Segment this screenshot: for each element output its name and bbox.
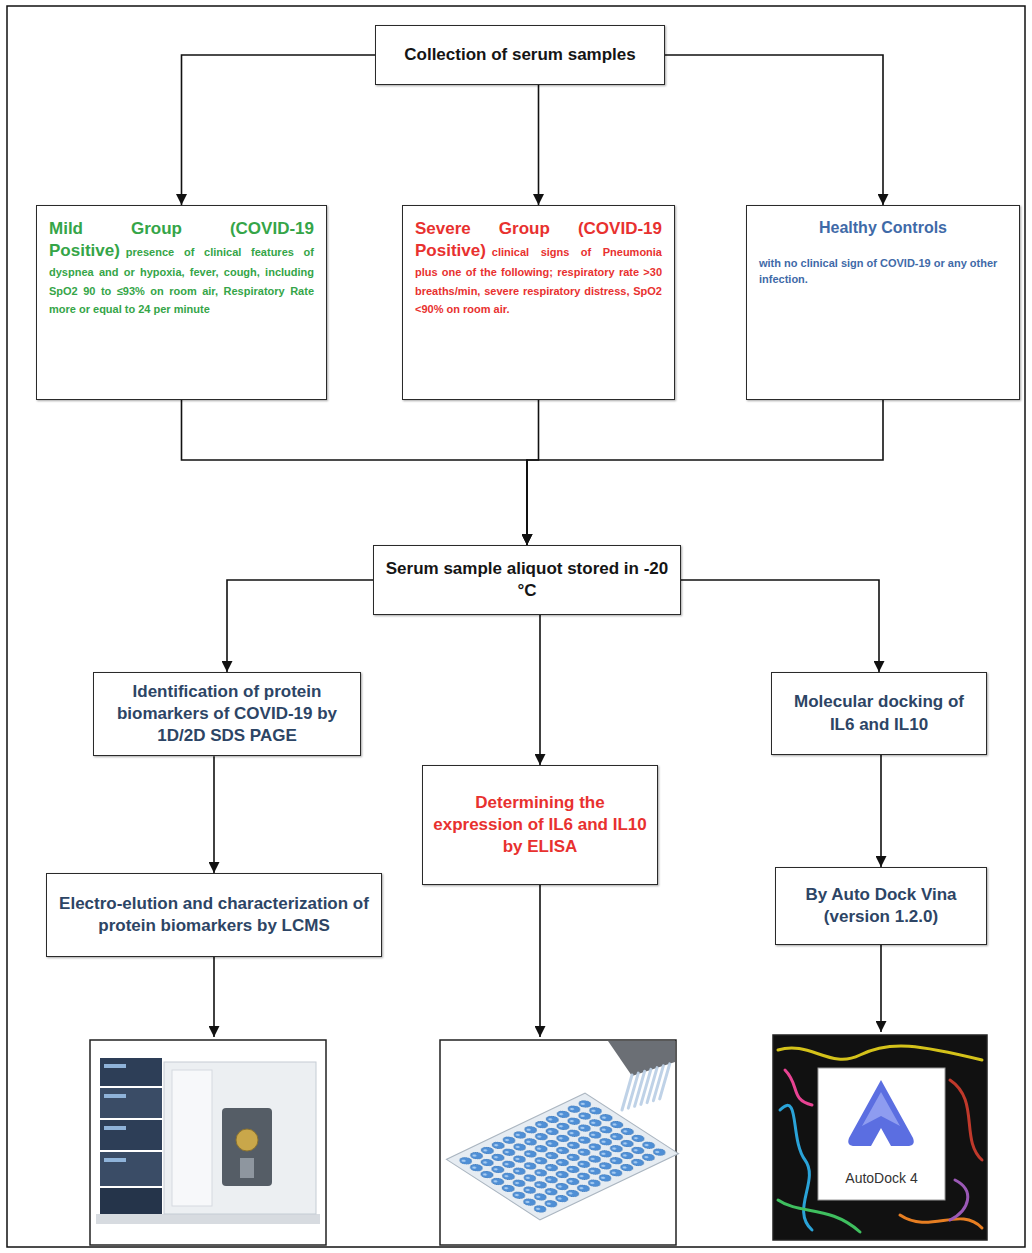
lc-module [100, 1152, 162, 1186]
process-box: Healthy Controls with no clinical sign of… [746, 205, 1020, 400]
module-display [104, 1158, 126, 1162]
module-display [104, 1094, 126, 1098]
instrument-base [96, 1214, 320, 1224]
microplate [446, 1093, 678, 1220]
flow-arrow [538, 85, 540, 205]
box-label: Collection of serum samples [404, 44, 635, 66]
flow-arrow [665, 55, 883, 205]
box-label: Serum sample aliquot stored in -20 °C [382, 558, 672, 602]
process-box: Collection of serum samples [375, 25, 665, 85]
process-box: Severe Group (COVID-19 Positive)clinical… [402, 205, 675, 400]
plate-body [446, 1093, 678, 1220]
flow-arrow [213, 756, 215, 873]
text-flow: Severe Group (COVID-19 Positive)clinical… [415, 218, 662, 318]
flow-arrow [227, 580, 373, 672]
text-flow: Mild Group (COVID-19 Positive)presence o… [49, 218, 314, 318]
image-frame [773, 1035, 987, 1240]
process-box: By Auto Dock Vina (version 1.2.0) [775, 867, 987, 945]
elisa-plate-illustration [440, 1040, 679, 1245]
autodock-illustration [773, 1035, 987, 1240]
protein-ribbons [778, 1046, 982, 1232]
ion-source [222, 1108, 272, 1186]
image-frame [440, 1040, 676, 1245]
plate-wells [455, 1098, 670, 1215]
logo-caption: AutoDock 4 [818, 1170, 945, 1186]
flow-arrow [681, 580, 879, 672]
ion-source-part [240, 1158, 254, 1178]
group-criteria: with no clinical sign of COVID-19 or any… [759, 255, 1007, 288]
group-heading: Healthy Controls [759, 218, 1007, 239]
outer-border [7, 6, 1025, 1247]
flow-arrow [182, 400, 528, 545]
lc-module [100, 1088, 162, 1118]
box-label: Molecular docking of IL6 and IL10 [780, 691, 978, 735]
lcms-instrument-illustration [90, 1040, 326, 1245]
module-display [104, 1126, 126, 1130]
box-label: By Auto Dock Vina (version 1.2.0) [784, 884, 978, 928]
process-box: Identification of protein biomarkers of … [93, 672, 361, 756]
autodock-logo-highlight [862, 1092, 900, 1126]
ms-unit [164, 1062, 316, 1214]
multichannel-pipette [608, 1041, 675, 1076]
flow-arrow [527, 400, 883, 545]
flow-arrow [182, 55, 376, 205]
ms-panel [172, 1070, 212, 1206]
process-box: Mild Group (COVID-19 Positive)presence o… [36, 205, 327, 400]
image-frame [90, 1040, 326, 1245]
flow-arrow [539, 615, 541, 765]
lc-module [100, 1120, 162, 1150]
autodock-logo [848, 1080, 914, 1146]
ion-source-window [236, 1129, 258, 1151]
pipette-tips [622, 1064, 670, 1110]
process-box: Serum sample aliquot stored in -20 °C [373, 545, 681, 615]
flow-arrow [880, 755, 882, 867]
flow-arrow [527, 400, 539, 545]
logo-card [818, 1068, 945, 1200]
box-label: Determining the expression of IL6 and IL… [431, 792, 649, 858]
lc-module [100, 1188, 162, 1214]
process-box: Molecular docking of IL6 and IL10 [771, 672, 987, 755]
module-display [104, 1064, 126, 1068]
box-label: Identification of protein biomarkers of … [102, 681, 352, 747]
leader-arrow [213, 957, 215, 1037]
box-label: Electro-elution and characterization of … [55, 893, 373, 937]
leader-arrow [880, 945, 882, 1032]
process-box: Electro-elution and characterization of … [46, 873, 382, 957]
process-box: Determining the expression of IL6 and IL… [422, 765, 658, 885]
lc-module [100, 1058, 162, 1086]
leader-arrow [539, 885, 541, 1037]
